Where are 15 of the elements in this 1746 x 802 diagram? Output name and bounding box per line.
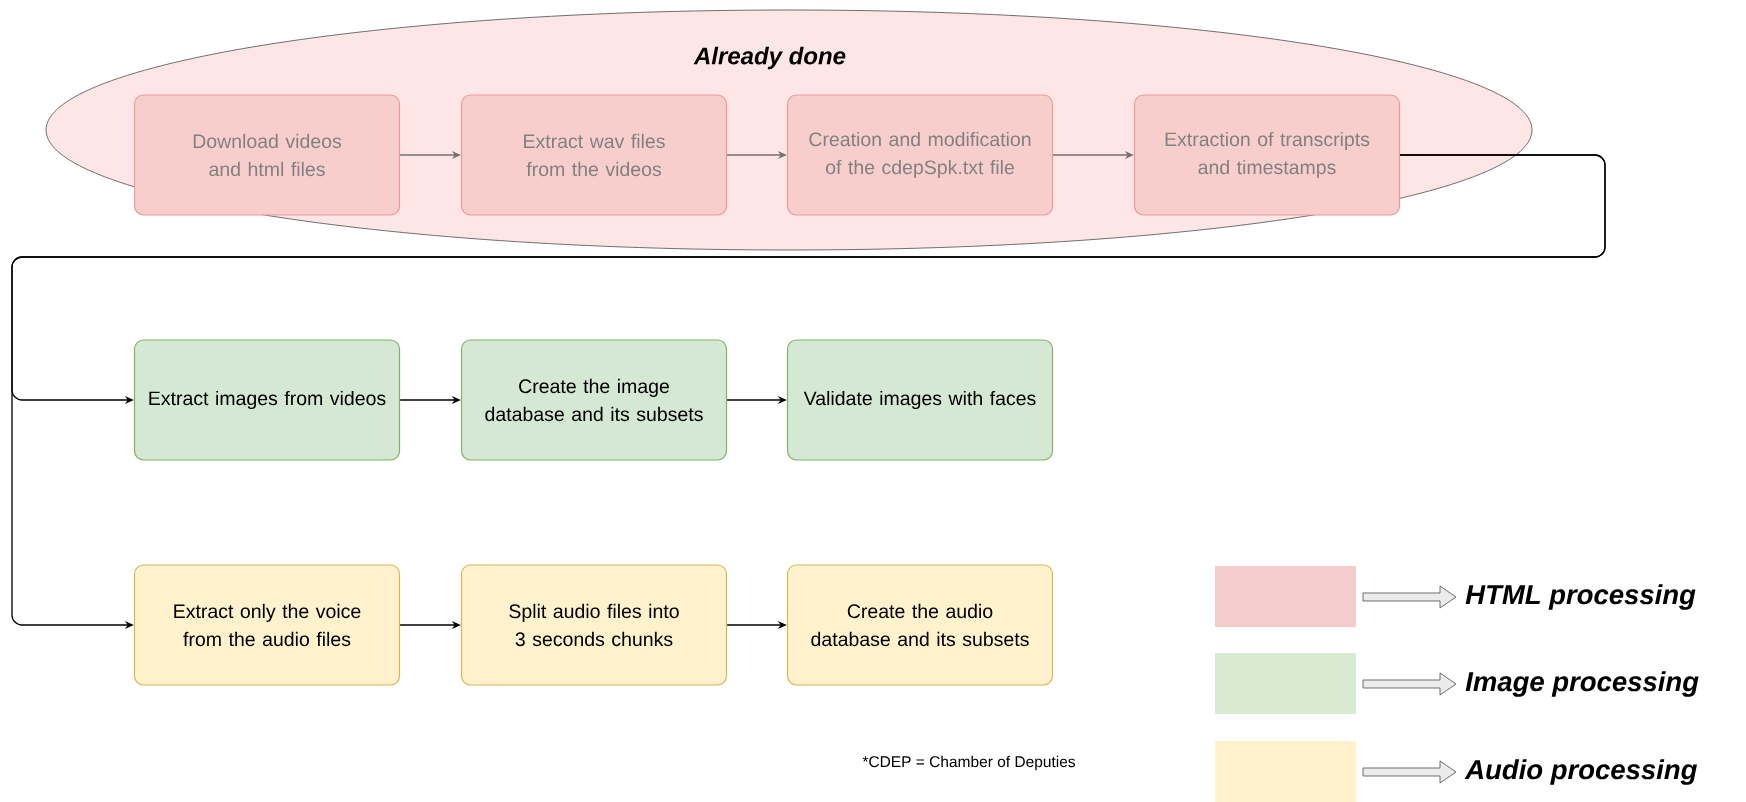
legend-label: Audio processing xyxy=(1464,759,1697,785)
process-box: Extract images from videos xyxy=(133,339,401,461)
process-box: Create the image database and its subsets xyxy=(460,339,728,461)
process-box: Extract wav files from the videos xyxy=(460,94,728,216)
footnote: *CDEP = Chamber of Deputies xyxy=(862,755,1075,771)
process-box: Split audio files into 3 seconds chunks xyxy=(460,564,728,686)
legend-label: Image processing xyxy=(1465,671,1699,697)
process-box: Extract only the voice from the audio files xyxy=(133,564,401,686)
legend-label: HTML processing xyxy=(1465,584,1696,610)
heading: Already done xyxy=(693,46,846,70)
process-box: Download videos and html files xyxy=(133,94,401,216)
process-box: Creation and modification of the cdepSpk.txt file xyxy=(786,94,1054,216)
process-box: Extraction of transcripts and timestamps xyxy=(1133,94,1401,216)
process-box: Validate images with faces xyxy=(786,339,1054,461)
process-box: Create the audio database and its subsets xyxy=(786,564,1054,686)
